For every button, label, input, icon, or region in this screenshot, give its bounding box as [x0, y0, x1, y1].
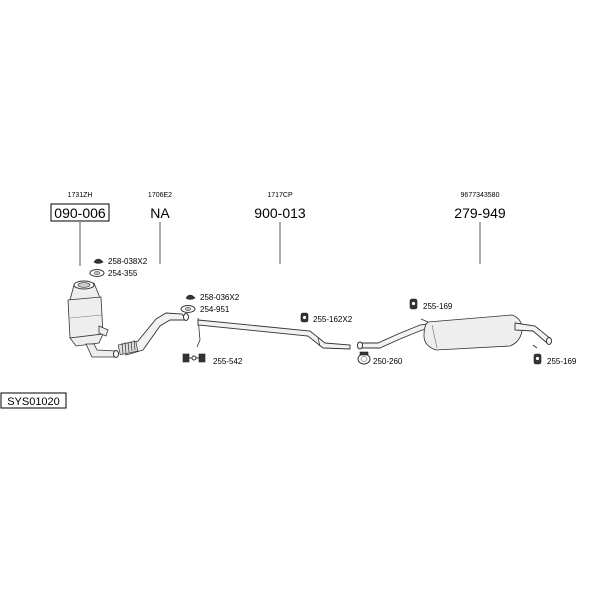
part-number[interactable]: 090-006	[54, 205, 106, 221]
ref-label: 9677343580	[461, 192, 500, 199]
callout-label: 255-169	[547, 357, 577, 366]
group-intermediate-pipe[interactable]: 1717CP 900-013	[254, 192, 306, 264]
callout-label: 254-355	[108, 269, 138, 278]
catalyst-drawing	[67, 280, 119, 358]
callout-label: 255-162X2	[313, 315, 353, 324]
group-front-pipe[interactable]: 1706E2 NA	[148, 192, 172, 264]
callout-label: 255-542	[213, 357, 243, 366]
group-catalyst[interactable]: 1731ZH 090-006	[50, 192, 110, 266]
clamp-258-036[interactable]: 258-036X2	[185, 293, 240, 302]
gasket-254-355[interactable]: 254-355	[89, 269, 138, 278]
system-code: SYS01020	[0, 392, 67, 409]
clamp-icon	[93, 258, 104, 264]
system-code-box	[0, 392, 67, 409]
hanger-icon	[300, 312, 309, 323]
intermediate-pipe-drawing	[197, 319, 351, 350]
callout-label: 250-260	[373, 357, 403, 366]
gasket-254-951[interactable]: 254-951	[180, 305, 230, 314]
ref-label: 1706E2	[148, 192, 172, 199]
clamp-258-038[interactable]: 258-038X2	[93, 257, 148, 266]
ref-label: 1731ZH	[68, 192, 93, 199]
part-number[interactable]: NA	[150, 205, 170, 221]
bracket-255-542[interactable]: 255-542	[182, 353, 243, 366]
bracket-icon	[182, 353, 206, 363]
hanger-icon	[409, 298, 418, 310]
part-number[interactable]: 900-013	[254, 205, 306, 221]
part-number-box	[50, 203, 110, 222]
callout-label: 258-038X2	[108, 257, 148, 266]
callout-label: 258-036X2	[200, 293, 240, 302]
hanger-icon	[533, 353, 542, 365]
hanger-255-162[interactable]: 255-162X2	[300, 312, 353, 324]
clamp-ring-icon	[357, 351, 371, 365]
clamp-icon	[185, 294, 196, 300]
ref-label: 1717CP	[267, 192, 293, 199]
hanger-255-169-rear[interactable]: 255-169	[533, 353, 577, 366]
part-number[interactable]: 279-949	[454, 205, 506, 221]
callout-label: 254-951	[200, 305, 230, 314]
group-rear-silencer[interactable]: 9677343580 279-949	[454, 192, 506, 264]
front-pipe-drawing	[117, 312, 201, 356]
system-code-label: SYS01020	[7, 396, 60, 408]
rear-silencer-drawing	[357, 314, 552, 351]
hanger-255-169-front[interactable]: 255-169	[409, 298, 453, 311]
callout-label: 255-169	[423, 302, 453, 311]
clamp-250-260[interactable]: 250-260	[357, 351, 403, 366]
